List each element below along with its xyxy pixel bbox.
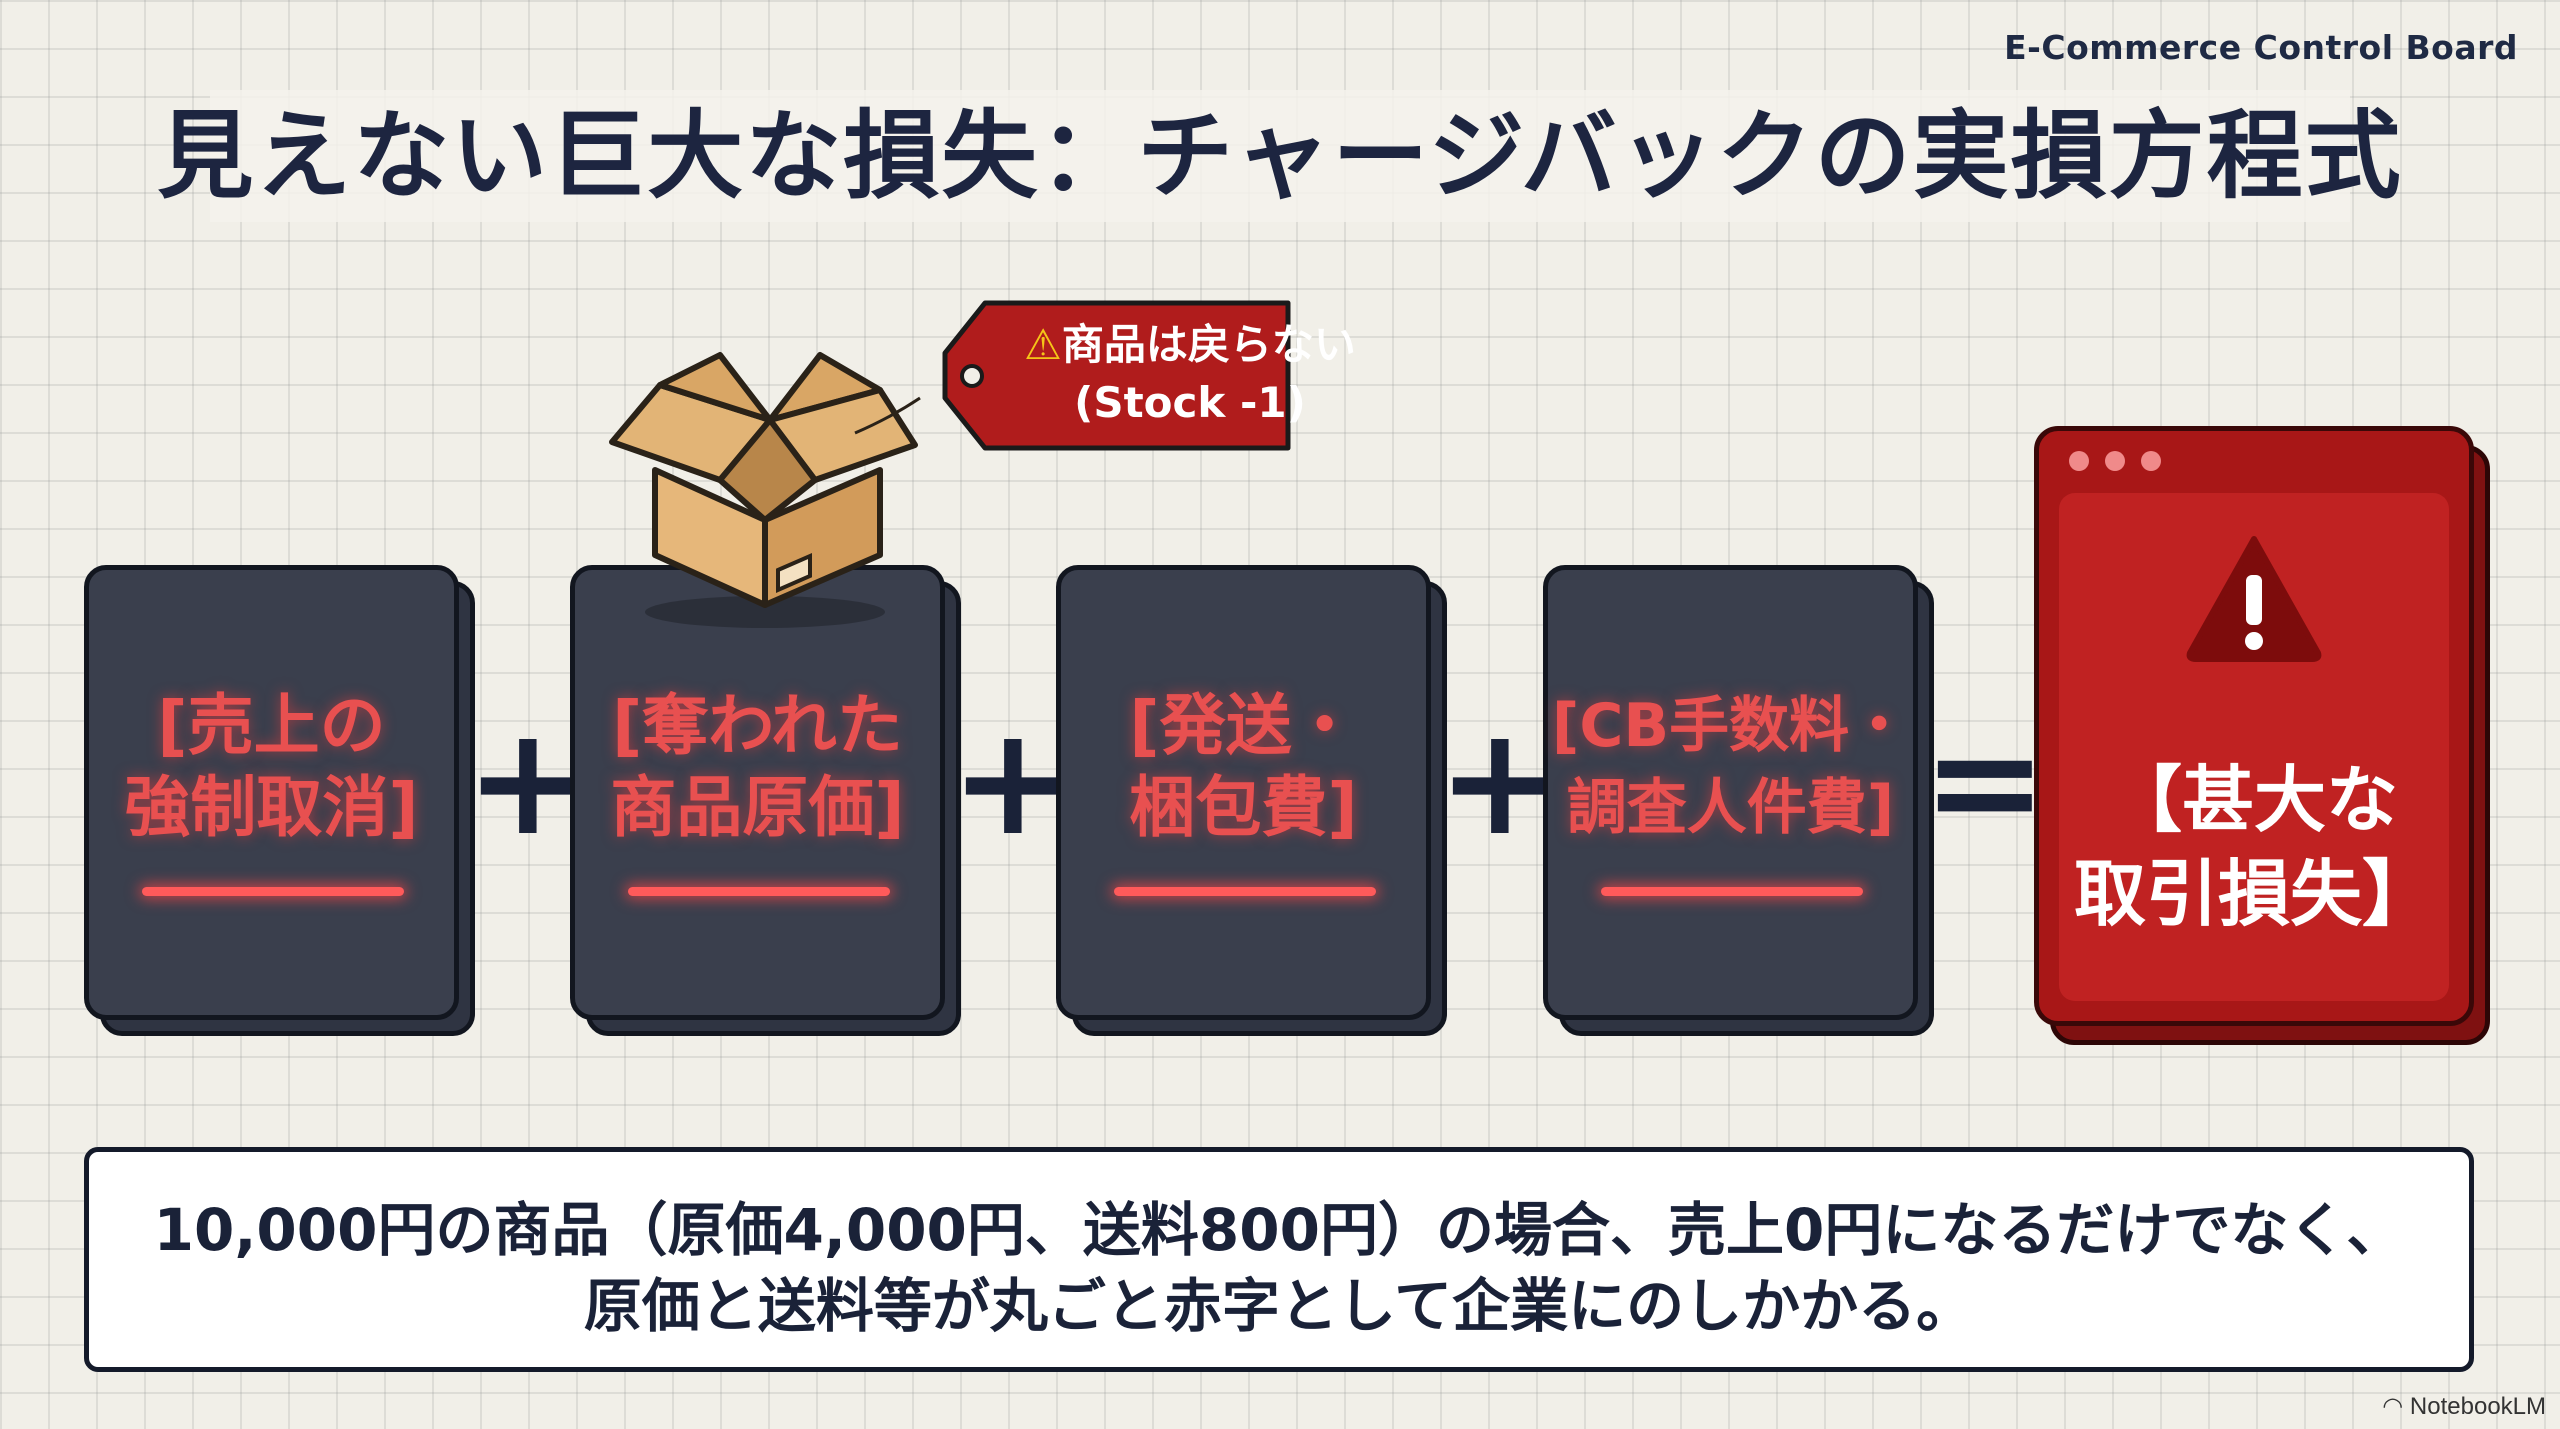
plus-operator: + — [1437, 695, 1563, 869]
window-dot — [2069, 451, 2089, 471]
title-band — [210, 90, 2350, 222]
equation-term-cb-fees: [CB手数料・ 調査人件費] — [1543, 565, 1934, 1036]
alert-triangle-icon — [2186, 536, 2322, 662]
equals-operator: = — [1922, 695, 2048, 869]
term-label: [奪われた 商品原価] — [610, 687, 905, 846]
equation-term-sales-reversal: [売上の 強制取消] — [84, 565, 475, 1036]
notebooklm-watermark: ◠ NotebookLM — [2382, 1393, 2546, 1420]
term-label: [CB手数料・ 調査人件費] — [1551, 691, 1910, 843]
notebooklm-logo-icon: ◠ — [2382, 1393, 2404, 1420]
result-panel: 【甚大な 取引損失】 — [2059, 493, 2449, 1001]
plus-operator: + — [950, 695, 1076, 869]
term-label: [売上の 強制取消] — [124, 687, 419, 846]
tag-shape — [854, 300, 1291, 451]
plus-operator: + — [465, 695, 591, 869]
warning-icon: ⚠ — [1024, 320, 1062, 369]
term-label: [発送・ 梱包費] — [1129, 687, 1358, 846]
stock-tag: ⚠商品は戻らない (Stock -1) — [854, 298, 1380, 451]
box-icon — [609, 352, 918, 628]
equation-term-shipping: [発送・ 梱包費] — [1056, 565, 1447, 1036]
term-underline — [628, 887, 890, 896]
result-card: 【甚大な 取引損失】 — [2034, 426, 2474, 1026]
window-dot — [2141, 451, 2161, 471]
brand-label: E-Commerce Control Board — [2004, 28, 2518, 67]
summary-box: 10,000円の商品（原価4,000円、送料800円）の場合、売上0円になるだけ… — [84, 1147, 2474, 1372]
equation-term-product-cost: [奪われた 商品原価] — [570, 565, 961, 1036]
tag-text: ⚠商品は戻らない (Stock -1) — [1024, 320, 1356, 427]
result-label: 【甚大な 取引損失】 — [2073, 758, 2434, 936]
summary-text: 10,000円の商品（原価4,000円、送料800円）の場合、売上0円になるだけ… — [153, 1196, 2405, 1340]
page-title: 見えない巨大な損失：チャージバックの実損方程式 — [157, 100, 2403, 212]
term-underline — [1601, 887, 1863, 896]
term-underline — [1114, 887, 1376, 896]
window-dot — [2105, 451, 2125, 471]
term-underline — [142, 887, 404, 896]
